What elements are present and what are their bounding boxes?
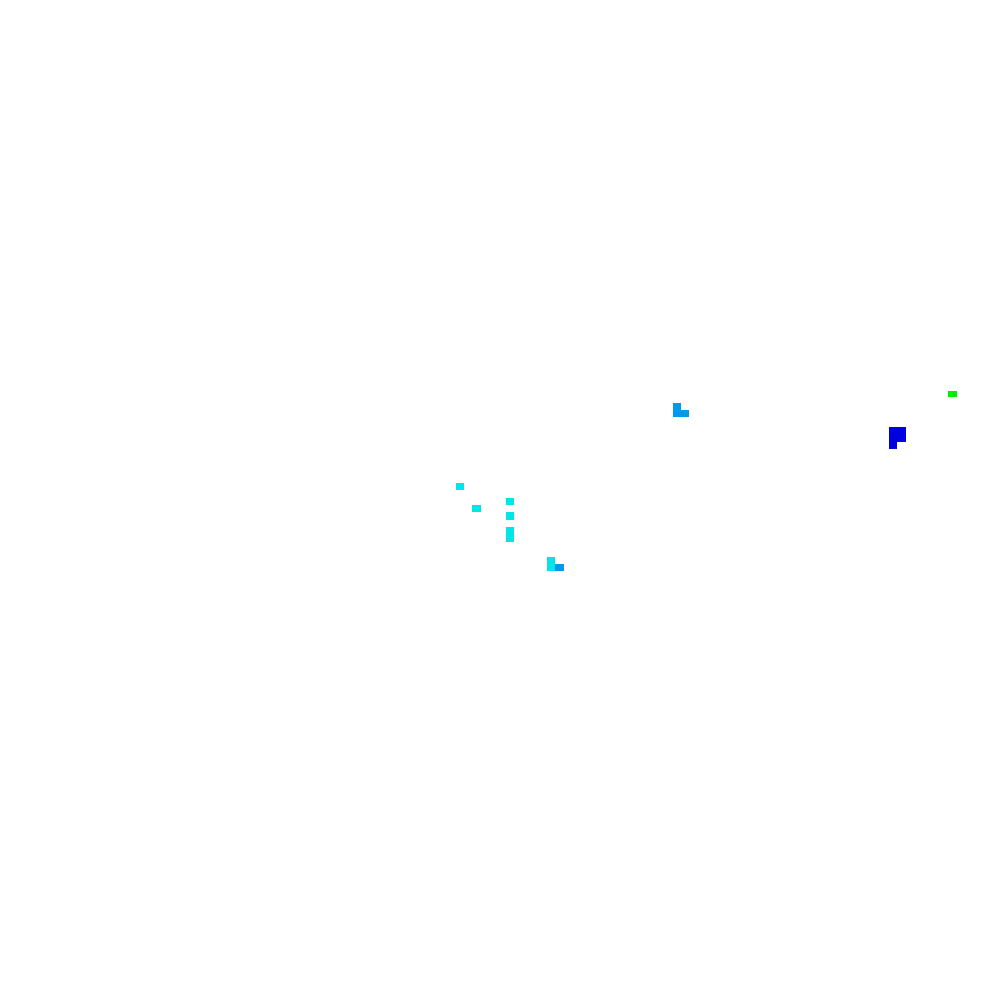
pixel: [555, 564, 564, 571]
pixel: [456, 483, 464, 490]
pixel: [506, 534, 514, 542]
pixel: [673, 410, 689, 417]
pixel: [472, 505, 481, 512]
pixel: [547, 557, 555, 564]
pixel: [889, 427, 906, 435]
green-pixel: [948, 391, 957, 397]
cyan-cluster-left: [456, 483, 555, 571]
pixel: [506, 498, 514, 505]
dark-blue-cluster: [889, 427, 906, 449]
pixel: [506, 527, 514, 534]
blue-cluster-center-left: [555, 564, 564, 571]
pixel: [889, 442, 897, 449]
pixel: [889, 435, 906, 442]
blue-cluster-center-right: [673, 403, 689, 417]
pixel: [948, 391, 957, 397]
pixel: [506, 512, 514, 520]
pixel: [547, 564, 555, 571]
pixel: [673, 403, 681, 410]
